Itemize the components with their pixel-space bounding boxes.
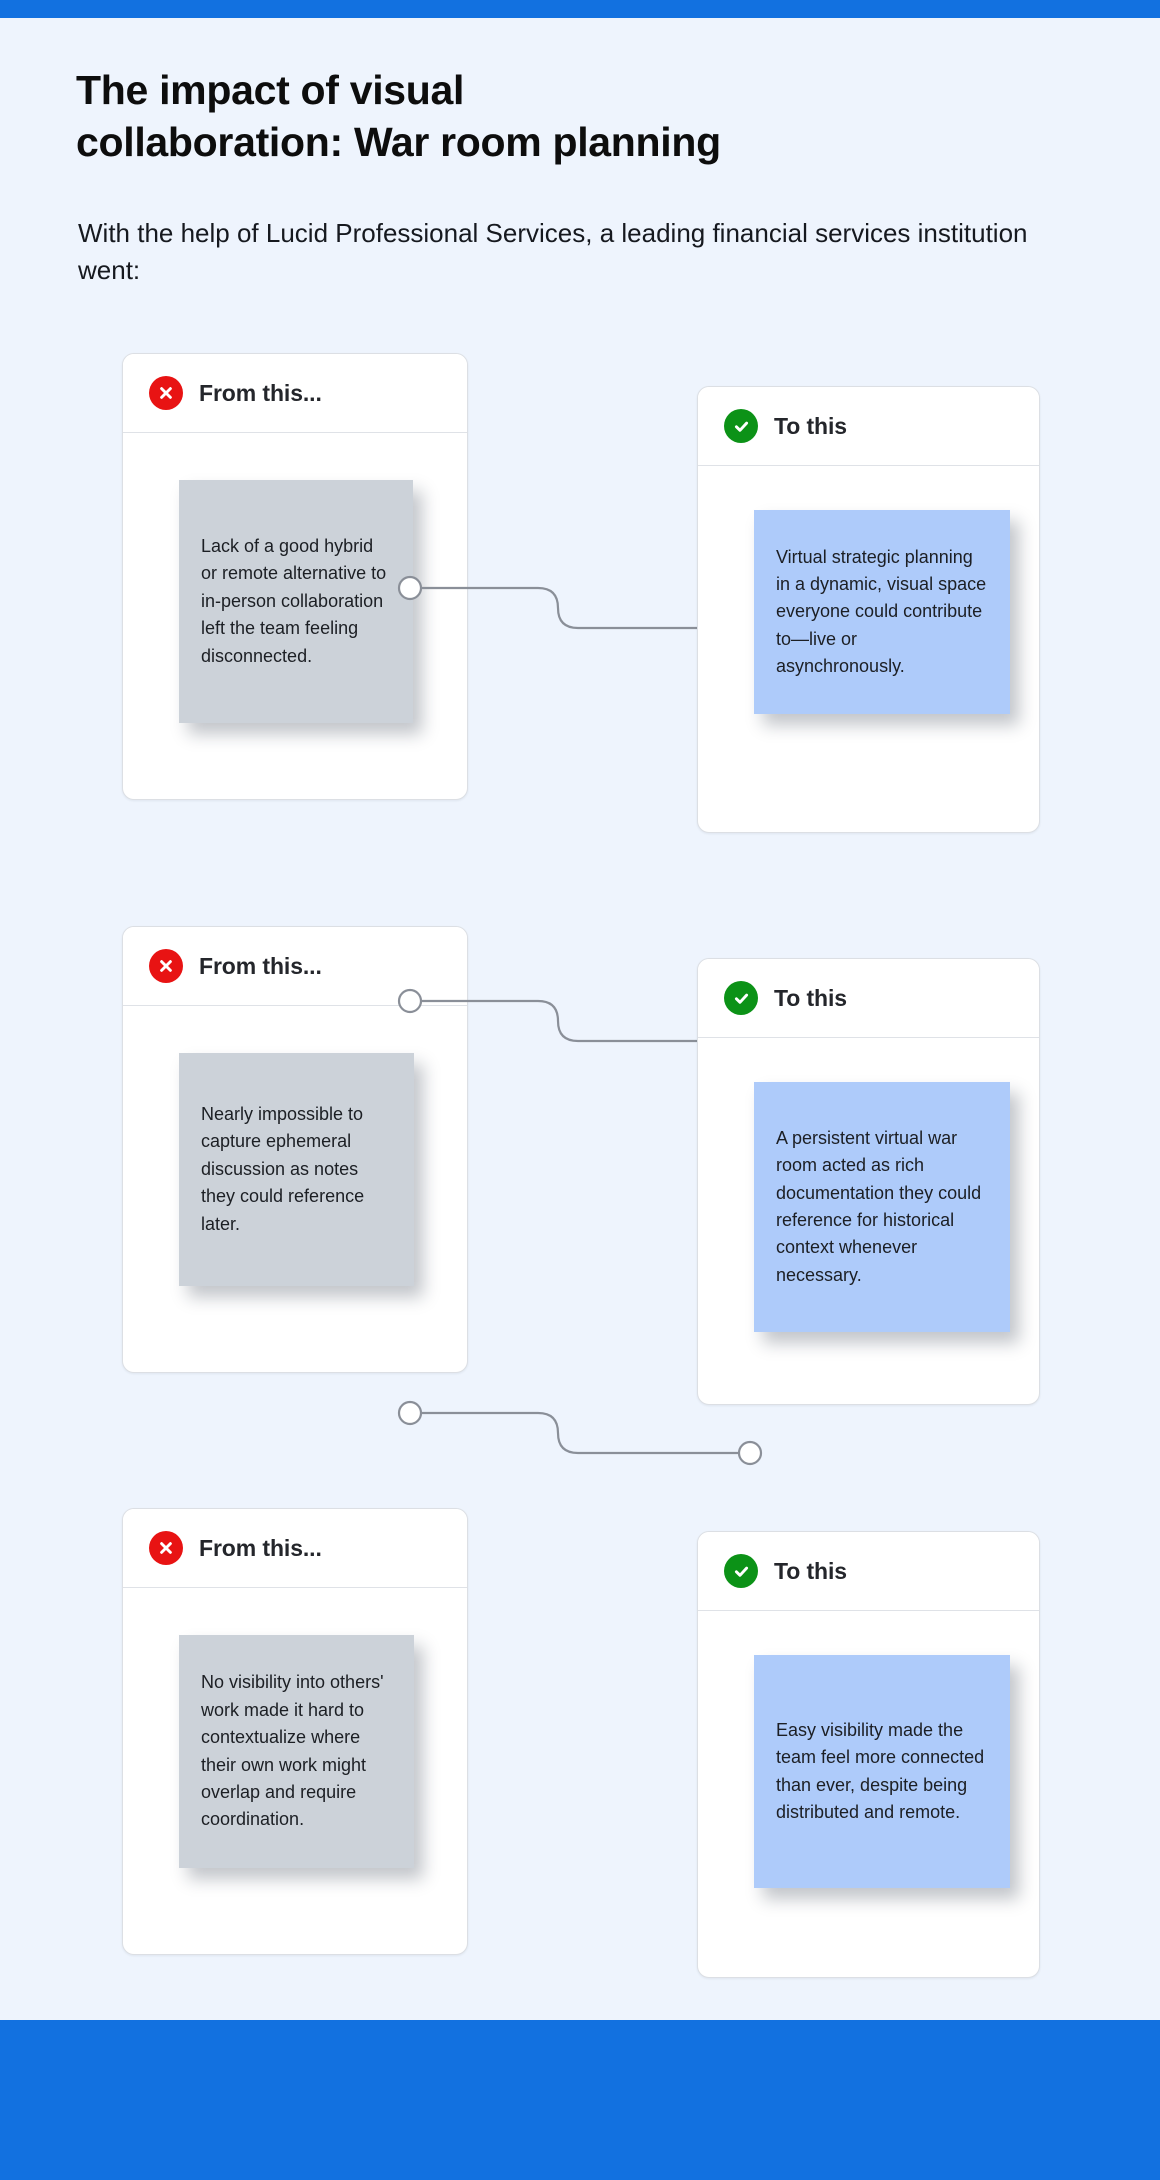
to-this-card-title-3: To this (774, 1557, 847, 1584)
sticky-note-solution-text-3: Easy visibility made the team feel more … (776, 1719, 985, 1822)
from-this-card-title-1: From this... (199, 379, 322, 406)
sticky-note-solution-text-1: Virtual strategic planning in a dynamic,… (776, 546, 987, 677)
from-this-card-header-2: From this... (123, 927, 467, 1006)
to-this-card-body-3: Easy visibility made the team feel more … (698, 1611, 1039, 1977)
to-this-card-header-3: To this (698, 1532, 1039, 1611)
from-this-card-header-1: From this... (123, 354, 467, 433)
to-this-card-body-2: A persistent virtual war room acted as r… (698, 1038, 1039, 1404)
from-this-card-body-1: Lack of a good hybrid or remote alternat… (123, 433, 467, 799)
from-this-card-title-2: From this... (199, 952, 322, 979)
bottom-accent-bar (0, 2020, 1160, 2180)
page-subtitle: With the help of Lucid Professional Serv… (78, 218, 1028, 285)
from-this-card-body-2: Nearly impossible to capture ephemeral d… (123, 1006, 467, 1372)
sticky-note-problem-text-3: No visibility into others' work made it … (201, 1672, 384, 1830)
error-circle-x-icon (149, 949, 183, 983)
sticky-note-problem-2: Nearly impossible to capture ephemeral d… (179, 1053, 414, 1286)
from-this-card-title-3: From this... (199, 1534, 322, 1561)
to-this-card-2: To this A persistent virtual war room ac… (697, 958, 1040, 1405)
sticky-note-solution-2: A persistent virtual war room acted as r… (754, 1082, 1010, 1332)
error-circle-x-icon (149, 1531, 183, 1565)
page-title-line-1: The impact of visual (76, 67, 465, 113)
sticky-note-problem-text-2: Nearly impossible to capture ephemeral d… (201, 1104, 365, 1234)
to-this-card-1: To this Virtual strategic planning in a … (697, 386, 1040, 833)
from-this-card-3: From this... No visibility into others' … (122, 1508, 468, 1955)
connector-endpoint-left-3 (397, 1400, 423, 1426)
to-this-card-3: To this Easy visibility made the team fe… (697, 1531, 1040, 1978)
sticky-note-solution-text-2: A persistent virtual war room acted as r… (776, 1127, 982, 1285)
from-this-card-2: From this... Nearly impossible to captur… (122, 926, 468, 1373)
page-title-line-2: collaboration: War room planning (76, 119, 721, 166)
success-circle-check-icon (724, 409, 758, 443)
connector-endpoint-right-3 (737, 1440, 763, 1466)
sticky-note-problem-1: Lack of a good hybrid or remote alternat… (179, 480, 413, 723)
top-accent-bar (0, 0, 1160, 18)
error-circle-x-icon (149, 376, 183, 410)
from-this-card-1: From this... Lack of a good hybrid or re… (122, 353, 468, 800)
success-circle-check-icon (724, 1554, 758, 1588)
sticky-note-solution-3: Easy visibility made the team feel more … (754, 1655, 1010, 1888)
sticky-note-problem-3: No visibility into others' work made it … (179, 1635, 414, 1868)
success-circle-check-icon (724, 981, 758, 1015)
to-this-card-title-1: To this (774, 412, 847, 439)
to-this-card-body-1: Virtual strategic planning in a dynamic,… (698, 466, 1039, 832)
to-this-card-title-2: To this (774, 984, 847, 1011)
from-this-card-body-3: No visibility into others' work made it … (123, 1588, 467, 1954)
connector-line-3 (397, 1400, 763, 1466)
to-this-card-header-1: To this (698, 387, 1039, 466)
to-this-card-header-2: To this (698, 959, 1039, 1038)
from-this-card-header-3: From this... (123, 1509, 467, 1588)
sticky-note-solution-1: Virtual strategic planning in a dynamic,… (754, 510, 1010, 714)
page-title: The impact of visual collaboration: War r… (76, 64, 976, 169)
sticky-note-problem-text-1: Lack of a good hybrid or remote alternat… (201, 536, 387, 666)
